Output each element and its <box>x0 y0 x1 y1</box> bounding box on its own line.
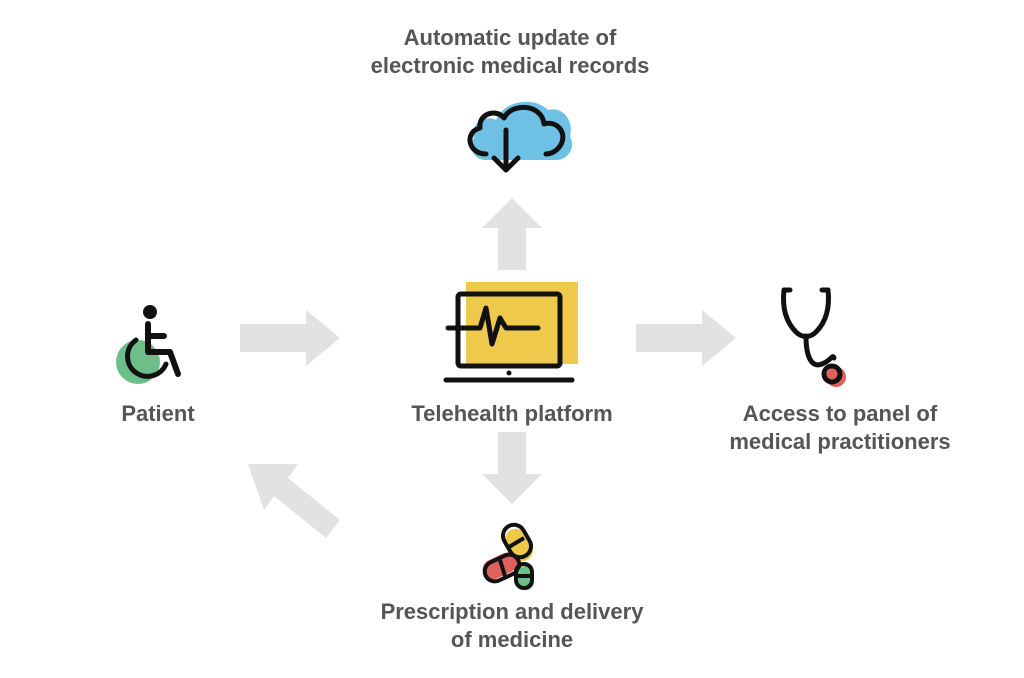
medicine-label-line-1: Prescription and delivery <box>380 599 644 624</box>
practitioners-label-line-1: Access to panel of <box>742 401 938 426</box>
records-label: Automatic update of electronic medical r… <box>340 24 680 80</box>
platform-label: Telehealth platform <box>411 401 613 426</box>
medicine-label: Prescription and delivery of medicine <box>332 598 692 654</box>
arrow-medicine-to-patient <box>248 464 340 538</box>
laptop-heartbeat-icon <box>443 282 578 383</box>
wheelchair-icon <box>116 305 181 384</box>
pills-icon <box>482 522 534 590</box>
cloud-download-icon <box>467 101 573 173</box>
records-label-line-1: Automatic update of <box>403 25 617 50</box>
medicine-label-line-2: of medicine <box>450 627 574 652</box>
practitioners-label-line-2: medical practitioners <box>729 429 951 454</box>
arrow-center-to-records <box>482 198 542 270</box>
patient-label: Patient <box>121 401 195 426</box>
arrow-center-to-medicine <box>482 432 542 504</box>
arrow-patient-to-center <box>240 310 340 366</box>
arrow-center-to-practitioners <box>636 310 736 366</box>
records-label-line-2: electronic medical records <box>370 53 650 78</box>
stethoscope-icon <box>781 287 846 387</box>
practitioners-label: Access to panel of medical practitioners <box>700 400 980 456</box>
